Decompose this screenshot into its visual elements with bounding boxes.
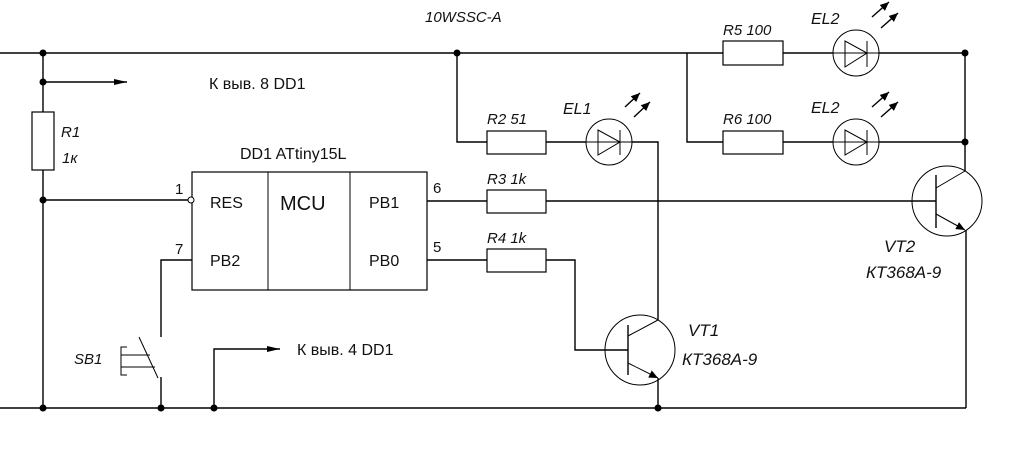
el1-label: EL1 <box>563 101 591 118</box>
pb2-wire <box>160 259 192 337</box>
light-emission-arrow-icon <box>624 92 641 108</box>
switch-actuator-bracket <box>120 346 127 376</box>
el2-top-label: EL2 <box>811 11 840 28</box>
resistor-r5 <box>722 40 784 66</box>
ic-pin-pb2-label: PB2 <box>210 253 240 270</box>
junction-dot <box>961 49 969 57</box>
light-emission-arrow-icon <box>871 1 890 18</box>
vt1-type-label: КТ368А-9 <box>682 350 758 369</box>
transistor-vt1 <box>604 314 676 408</box>
el1-vt1-collector-wire <box>632 141 659 320</box>
switch-sb1-contact <box>138 336 159 379</box>
vt1-emitter-arrow-icon <box>627 362 659 379</box>
r6-feed-wire <box>686 53 723 143</box>
vt1-name-label: VT1 <box>688 321 719 340</box>
vt1-body <box>604 314 676 386</box>
vt2-type-label: КТ368А-9 <box>866 263 942 282</box>
ic-center-label: MCU <box>280 193 326 215</box>
pin-6-number: 6 <box>433 180 441 197</box>
ic-pin-pb1-label: PB1 <box>369 195 399 212</box>
resistor-r4 <box>486 248 547 273</box>
light-emission-arrow-icon <box>880 101 899 118</box>
r1-name-label: R1 <box>61 124 80 141</box>
led-el2-top <box>832 1 899 77</box>
vt2-emitter-arrow-icon <box>935 213 966 231</box>
junction-dot <box>157 404 165 412</box>
transistor-vt2 <box>911 165 983 408</box>
vt1-base-wire <box>546 259 628 351</box>
resistor-r2 <box>486 130 547 155</box>
ic-pin-res-label: RES <box>210 195 243 212</box>
r6-label: R6 100 <box>723 111 772 128</box>
junction-dot <box>654 404 662 412</box>
switch-sb1-label: SB1 <box>74 351 102 368</box>
pin-1-number: 1 <box>175 181 183 198</box>
vt2-collector <box>935 170 966 189</box>
ic-label: DD1 ATtiny15L <box>240 146 347 163</box>
light-emission-arrow-icon <box>871 91 890 108</box>
r5-label: R5 100 <box>723 22 772 39</box>
vt1-collector <box>627 319 659 337</box>
inverted-input-circle <box>187 196 195 204</box>
resistor-r1 <box>31 111 55 171</box>
led-el1 <box>585 92 651 166</box>
light-emission-arrow-icon <box>633 101 651 118</box>
r1-value-label: 1к <box>62 150 78 167</box>
pin4-connection-label: К выв. 4 DD1 <box>297 342 394 359</box>
el2-bottom-label: EL2 <box>811 100 840 117</box>
junction-dot <box>210 404 218 412</box>
junction-dot <box>39 404 47 412</box>
resistor-r6 <box>722 130 784 155</box>
led-el2-bottom <box>832 91 899 166</box>
vt2-name-label: VT2 <box>884 237 916 256</box>
pin8-connection-label: К выв. 8 DD1 <box>209 76 306 93</box>
ic-dd1-body <box>191 171 428 291</box>
junction-dot <box>961 138 969 146</box>
pin-7-number: 7 <box>175 241 183 258</box>
pin-5-number: 5 <box>433 239 441 256</box>
ic-pin-pb0-label: PB0 <box>369 253 399 270</box>
vt2-body <box>911 165 983 237</box>
diode-triangle-icon <box>844 40 868 68</box>
arrow-to-pin4 <box>213 346 280 408</box>
light-emission-arrow-icon <box>880 12 899 29</box>
r3-label: R3 1k <box>487 171 528 188</box>
resistor-r3 <box>486 189 547 214</box>
r2-feed-wire <box>456 53 487 143</box>
junction-dot <box>39 49 47 57</box>
r2-label: R2 51 <box>487 111 527 128</box>
circuit-title-label: 10WSSC-A <box>425 9 502 26</box>
r4-label: R4 1k <box>487 230 528 247</box>
